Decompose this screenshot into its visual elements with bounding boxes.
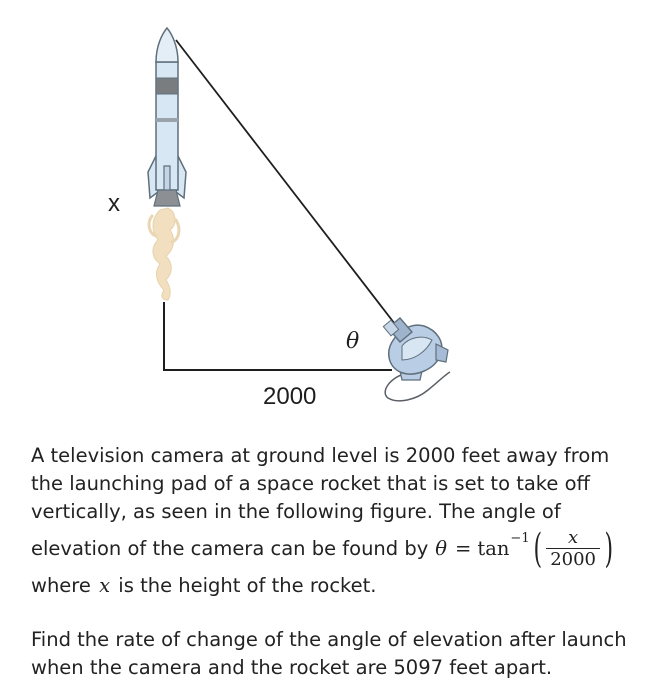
- problem-statement: A television camera at ground level is 2…: [31, 442, 651, 600]
- formula-fraction: x 2000: [546, 526, 601, 571]
- formula-equals: =: [455, 537, 472, 560]
- angle-label: θ: [346, 329, 359, 354]
- problem-line-5-suffix: is the height of the rocket.: [118, 574, 377, 597]
- formula-denominator: 2000: [550, 548, 597, 570]
- formula-numerator: x: [568, 526, 579, 548]
- formula-fraction-bar: [546, 547, 601, 549]
- rocket-exhaust: [147, 207, 181, 301]
- question-line-2: when the camera and the rocket are 5097 …: [31, 656, 553, 679]
- television-camera: [382, 317, 451, 402]
- question-line-1: Find the rate of change of the angle of …: [31, 628, 627, 651]
- formula-superscript: −1: [510, 531, 530, 546]
- problem-line-5-var: x: [99, 574, 111, 597]
- problem-line-5-prefix: where: [31, 574, 91, 597]
- problem-line-5: where x is the height of the rocket.: [31, 572, 651, 600]
- problem-line-1: A television camera at ground level is 2…: [31, 444, 610, 467]
- question-statement: Find the rate of change of the angle of …: [31, 626, 651, 682]
- formula-left-paren: (: [533, 526, 542, 572]
- formula-theta: θ: [435, 537, 448, 560]
- problem-line-2: the launching pad of a space rocket that…: [31, 472, 590, 495]
- line-of-sight: [175, 39, 399, 329]
- rocket-camera-diagram: x θ 2000: [108, 26, 451, 410]
- problem-line-3: vertically, as seen in the following fig…: [31, 500, 561, 523]
- formula-intro-text: elevation of the camera can be found by: [31, 537, 429, 560]
- formula-function: tan: [477, 537, 510, 560]
- distance-label: 2000: [263, 383, 316, 410]
- formula-right-paren: ): [604, 526, 614, 572]
- problem-line-4: elevation of the camera can be found by …: [31, 526, 651, 572]
- height-label: x: [108, 190, 120, 217]
- rocket: [147, 26, 187, 207]
